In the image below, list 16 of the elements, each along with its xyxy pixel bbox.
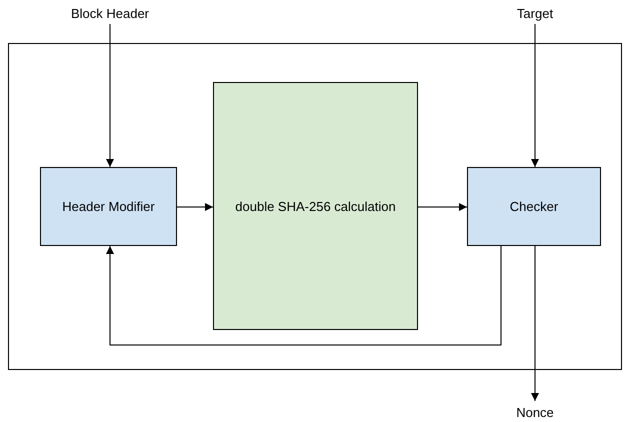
- arrow: [531, 246, 539, 402]
- node-label: Checker: [510, 199, 558, 214]
- process-box: [40, 167, 177, 246]
- arrow: [106, 24, 114, 168]
- node-label: double SHA-256 calculation: [235, 198, 396, 214]
- node-label: Header Modifier: [62, 199, 155, 214]
- arrow: [176, 203, 214, 211]
- node-label: Block Header: [70, 6, 150, 20]
- process-box: [467, 167, 601, 246]
- node-label: Nonce: [516, 404, 554, 420]
- node-label: Target: [516, 6, 554, 20]
- arrow: [531, 24, 539, 168]
- arrow: [106, 246, 502, 346]
- system-frame: [8, 43, 622, 370]
- arrow: [418, 203, 468, 211]
- process-box: [213, 82, 418, 330]
